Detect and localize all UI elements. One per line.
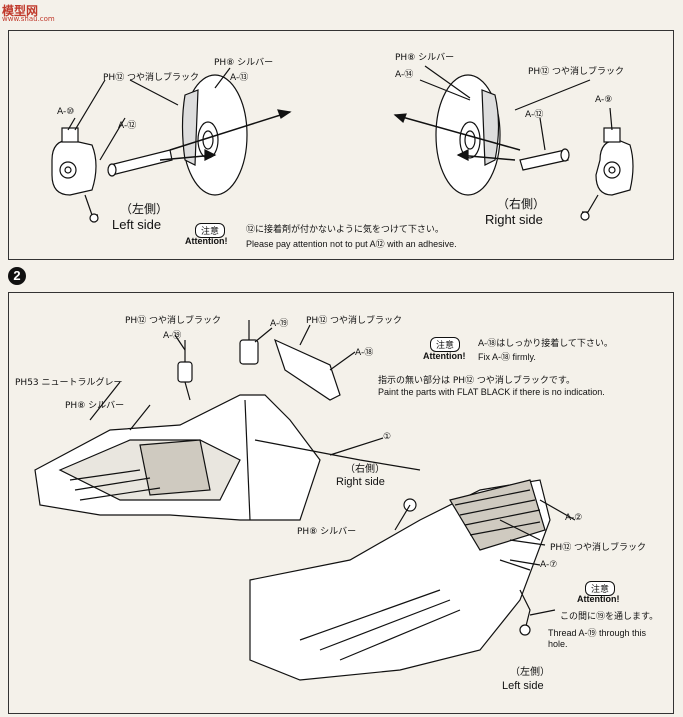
label-a12-right: A-⑫ [525,110,544,120]
step2-panel [8,292,674,714]
label-ph12-right: PH⑫ つや消しブラック [528,67,625,77]
label-ph8: PH⑧ シルバー [65,401,125,411]
attention-en-2: Attention! [423,351,466,361]
attention-en-note-2: Fix A-⑱ firmly. [478,352,536,362]
attention-badge-3: 注意 [585,577,616,596]
attention-en-1: Attention! [185,236,228,246]
attention-badge-3-text: 注意 [585,581,616,596]
label-a12-left: A-⑫ [118,121,137,131]
paint-note-en: Paint the parts with FLAT BLACK if there… [378,387,605,397]
label-a14: A-⑭ [395,70,414,80]
label-ph8-b: PH⑧ シルバー [297,527,357,537]
right-side-jp: （右側） [497,197,546,211]
attention-en-3: Attention! [577,594,620,604]
label-ph12-c: PH⑫ つや消しブラック [550,543,647,553]
label-ph12-left: PH⑫ つや消しブラック [103,73,200,83]
label-a9: A-⑨ [595,95,613,105]
attention-badge-2: 注意 [430,333,461,352]
label-left-en: Left side [502,680,544,692]
attention-en-note-3b: hole. [548,639,568,649]
step1-panel [8,30,674,260]
attention-badge-2-text: 注意 [430,337,461,352]
label-a19-b: A-⑲ [270,319,289,329]
attention-badge-text: 注意 [195,223,226,238]
attention-jp-3: この間に⑲を通します。 [560,612,659,622]
right-side-en: Right side [485,212,543,227]
label-ph53: PH53 ニュートラルグレー [15,378,123,388]
label-a19-a: A-⑲ [163,331,182,341]
label-part1: ① [383,432,392,442]
step-number-2: 2 [8,267,26,285]
watermark-logo: 模型网 [2,4,39,18]
paint-note-jp: 指示の無い部分は PH⑫ つや消しブラックです。 [378,376,576,386]
attention-note-jp-1: ⑫に接着剤が付かないように気をつけて下さい。 [246,225,444,235]
label-right-en: Right side [336,476,385,488]
right-disc-drawing [393,74,521,196]
watermark-url: www.shau.com [2,15,55,23]
attention-jp-2: A-⑱はしっかり接着して下さい。 [478,339,613,349]
left-hub-drawing [51,127,173,223]
attention-en-note-3a: Thread A-⑲ through this [548,628,647,638]
label-a18: A-⑱ [355,348,374,358]
label-a10: A-⑩ [57,107,75,117]
attention-badge-1: 注意 [195,219,226,238]
label-ph8-left: PH⑧ シルバー [214,58,274,68]
label-ph12-b: PH⑫ つや消しブラック [306,316,403,326]
label-a2: A-② [565,513,583,523]
label-a13: A-⑬ [230,73,249,83]
label-ph8-right: PH⑧ シルバー [395,53,455,63]
label-right-jp: （右側） [345,464,385,475]
attention-note-en-1: Please pay attention not to put A⑫ with … [246,239,457,249]
left-side-jp: （左側） [120,202,169,216]
step2-chassis-drawing [34,320,551,681]
right-hub-drawing [519,127,634,221]
left-disc-drawing [159,74,292,196]
label-a7: A-⑦ [540,560,558,570]
label-ph12-a: PH⑫ つや消しブラック [125,316,222,326]
label-left-jp: （左側） [510,667,550,678]
left-side-en: Left side [112,217,162,232]
